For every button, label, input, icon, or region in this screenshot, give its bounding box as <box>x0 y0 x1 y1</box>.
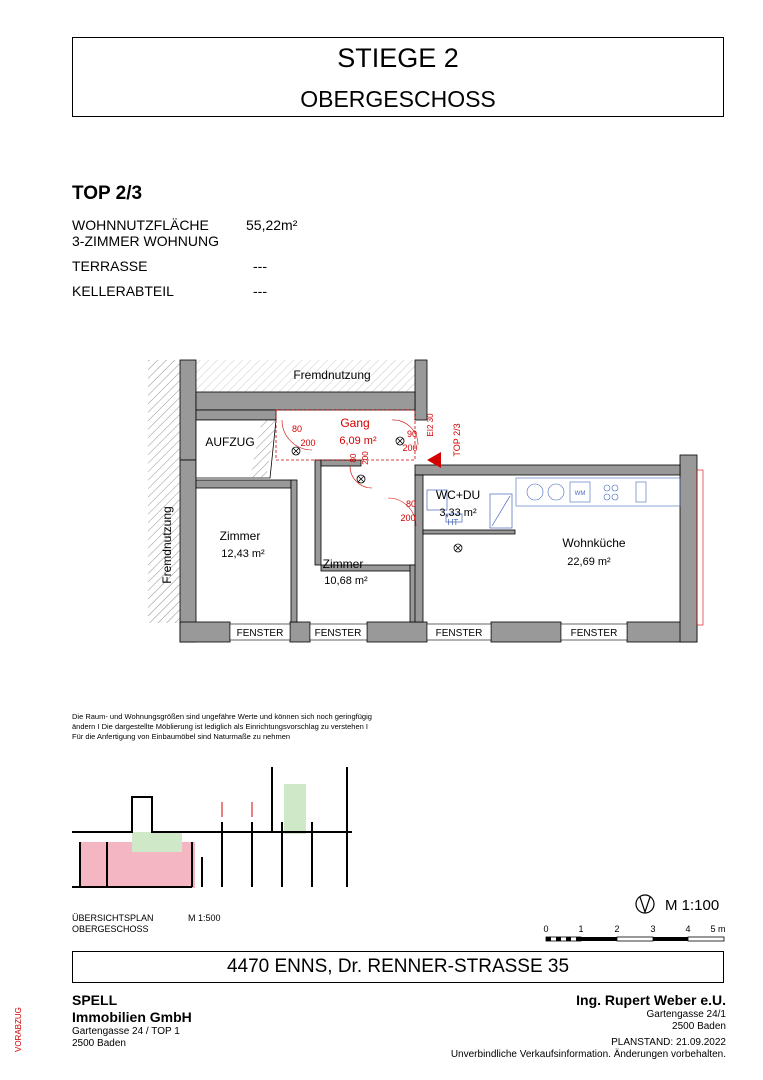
door-80b: 80 <box>349 453 358 462</box>
vorabzug-stamp: VORABZUG <box>14 1007 23 1052</box>
overview-scale: M 1:500 <box>188 913 221 923</box>
overview-stair-green <box>284 784 306 834</box>
hatch-area-top <box>195 360 415 392</box>
tick-1: 1 <box>578 924 583 934</box>
overview-highlight-green <box>132 832 182 852</box>
header-box: STIEGE 2 OBERGESCHOSS <box>72 37 724 117</box>
fremdnutzung-left: Fremdnutzung <box>160 506 174 583</box>
scale-segment-2 <box>581 937 617 941</box>
tick-3: 3 <box>650 924 655 934</box>
zimmer2-area: 10,68 m² <box>324 575 368 587</box>
company-right-name: Ing. Rupert Weber e.U. <box>576 992 726 1008</box>
hatch-area-top-left <box>148 360 180 460</box>
scale-ticks: 0 1 2 3 4 5 m <box>543 924 725 934</box>
fenster1: FENSTER <box>237 628 284 639</box>
window-markers <box>229 623 628 641</box>
wm-label: WM <box>575 491 586 497</box>
stair-title: STIEGE 2 <box>337 43 459 73</box>
overview-label: ÜBERSICHTSPLAN <box>72 913 154 923</box>
unit-type: 3-ZIMMER WOHNUNG <box>72 233 219 249</box>
zimmer1-area: 12,43 m² <box>221 548 265 560</box>
fenster4: FENSTER <box>571 628 618 639</box>
floor-title: OBERGESCHOSS <box>300 86 496 112</box>
company-left: SPELL Immobilien GmbH Gartengasse 24 / T… <box>72 992 192 1050</box>
aufzug-label: AUFZUG <box>205 435 254 449</box>
scale-sub-1 <box>546 937 551 941</box>
company-left-addr2: 2500 Baden <box>72 1038 126 1049</box>
terrasse-label: TERRASSE <box>72 258 148 274</box>
zimmer2-label: Zimmer <box>323 557 364 571</box>
scale-sub-4 <box>576 937 581 941</box>
tick-2: 2 <box>614 924 619 934</box>
keller-value: --- <box>253 283 267 299</box>
tick-5: 5 m <box>710 924 725 934</box>
red-wall-right <box>696 469 704 626</box>
overview-plan <box>72 767 352 888</box>
ei30-tag: EI2 30 <box>426 413 435 437</box>
wc-label: WC+DU <box>436 488 480 502</box>
scale-text: M 1:100 <box>665 897 719 914</box>
wc-area: 3,33 m² <box>439 507 477 519</box>
door-200a: 200 <box>300 438 315 448</box>
company-right: Ing. Rupert Weber e.U. Gartengasse 24/1 … <box>451 992 726 1061</box>
ht-label: HT <box>448 518 459 527</box>
hatch-area-left <box>148 460 180 623</box>
fremdnutzung-top: Fremdnutzung <box>293 368 370 382</box>
disclaimer-note: Die Raum- und Wohnungsgrößen sind ungefä… <box>72 712 372 741</box>
bathroom-fixtures <box>426 489 513 529</box>
gang-outline <box>275 409 416 461</box>
company-right-addr1: Gartengasse 24/1 <box>646 1009 727 1020</box>
address-box: 4470 ENNS, Dr. RENNER-STRASSE 35 <box>72 951 724 983</box>
floor-plan: Fremdnutzung Fremdnutzung AUFZUG Gang 6,… <box>148 359 704 643</box>
fenster3: FENSTER <box>436 628 483 639</box>
area-value: 55,22m² <box>246 217 298 233</box>
door-90: 90 <box>407 429 417 439</box>
door-80c: 80 <box>406 499 416 509</box>
zimmer1-label: Zimmer <box>220 529 261 543</box>
overview-walls <box>72 767 352 888</box>
area-label: WOHNNUTZFLÄCHE <box>72 217 209 233</box>
tick-4: 4 <box>685 924 690 934</box>
top-tag: TOP 2/3 <box>452 423 462 456</box>
fenster2: FENSTER <box>315 628 362 639</box>
scale-segment-3 <box>616 936 654 942</box>
unit-top-label: TOP 2/3 <box>72 183 143 204</box>
company-right-addr2: 2500 Baden <box>672 1021 726 1032</box>
elevator-hatch <box>250 420 276 478</box>
wohnkueche-area: 22,69 m² <box>567 556 611 568</box>
terrasse-value: --- <box>253 258 267 274</box>
wohnkueche-label: Wohnküche <box>562 536 625 550</box>
door-200b: 200 <box>402 443 417 453</box>
scale-segment-5 <box>687 936 725 942</box>
tick-0: 0 <box>543 924 548 934</box>
scale-segment-4 <box>653 937 688 941</box>
scale-sub-3 <box>566 937 571 941</box>
door-200c: 200 <box>361 451 370 465</box>
door-swings <box>281 419 419 527</box>
company-left-addr1: Gartengasse 24 / TOP 1 <box>72 1026 180 1037</box>
ceiling-lights <box>291 436 463 553</box>
gang-label: Gang <box>340 416 369 430</box>
door-80a: 80 <box>292 424 302 434</box>
entry-marker-icon <box>427 452 441 468</box>
company-left-name2: Immobilien GmbH <box>72 1009 192 1025</box>
gang-area: 6,09 m² <box>339 435 377 447</box>
scale-segment-1 <box>545 936 582 942</box>
overview-floor: OBERGESCHOSS <box>72 924 149 934</box>
scale-bar: M 1:100 0 1 2 3 4 5 m <box>543 894 726 942</box>
company-right-planstand: PLANSTAND: 21.09.2022 <box>611 1037 726 1048</box>
plan-labels: Fremdnutzung Fremdnutzung AUFZUG Gang 6,… <box>160 368 626 639</box>
north-arrow-stem-icon <box>639 896 651 914</box>
company-right-disclaimer: Unverbindliche Verkaufsinformation. Ände… <box>450 1049 726 1060</box>
company-left-name1: SPELL <box>72 992 118 1008</box>
door-200d: 200 <box>400 513 415 523</box>
overview-red-lines <box>221 802 253 817</box>
keller-label: KELLERABTEIL <box>72 283 174 299</box>
scale-sub-2 <box>556 937 561 941</box>
kitchen-counter <box>515 477 681 507</box>
